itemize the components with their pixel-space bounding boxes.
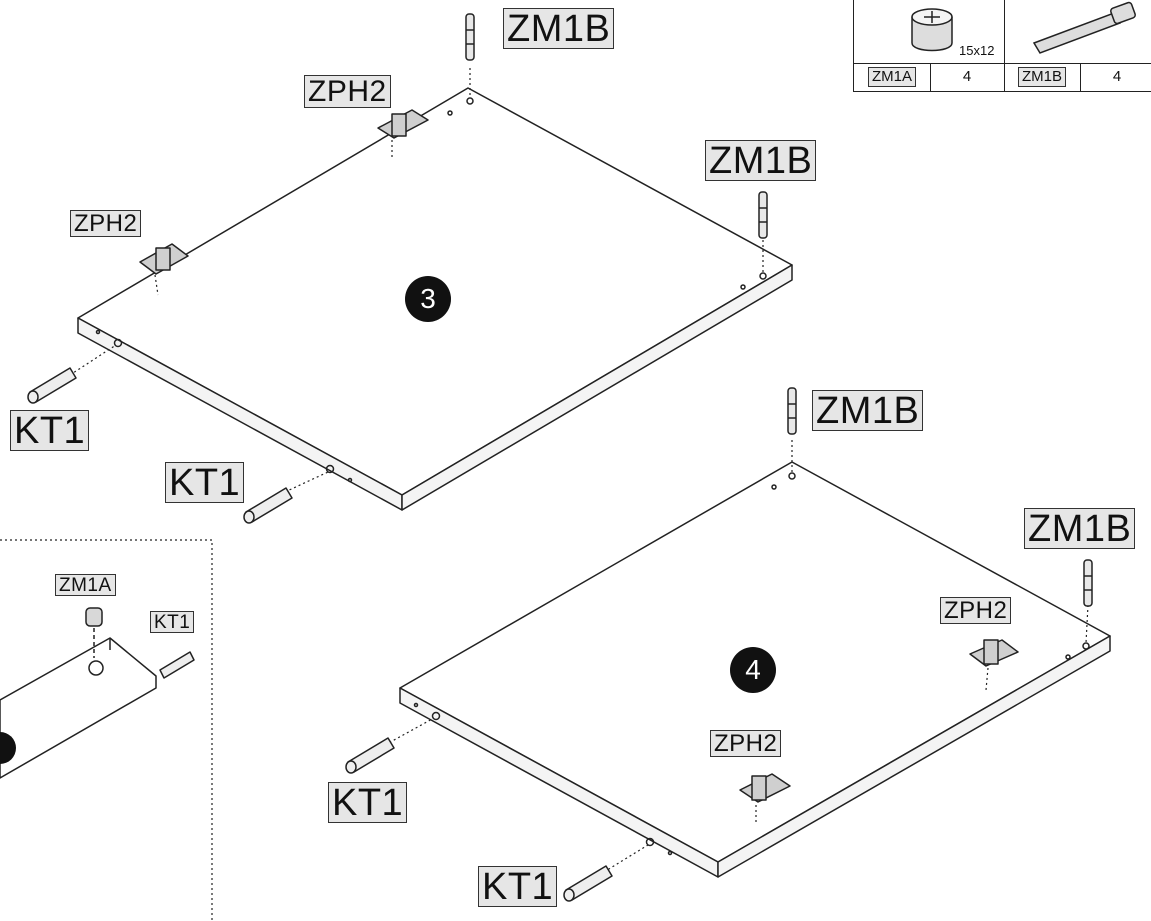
- bolt-zm1b: [787, 387, 797, 435]
- bolt-zm1b: [1083, 559, 1093, 607]
- label-kt1: KT1: [328, 782, 408, 823]
- label-zph2: ZPH2: [70, 210, 142, 237]
- step-number: 4: [745, 654, 761, 685]
- dowel-kt1: [243, 487, 293, 524]
- step-number: 3: [420, 283, 436, 314]
- parts-table: 15x12 ZM1A 4 ZM1B 4: [853, 0, 1151, 92]
- label-zm1a: ZM1A: [55, 574, 116, 596]
- hinge-plate-zph2: [969, 639, 1019, 667]
- label-zph2: ZPH2: [304, 75, 391, 108]
- step-badge-4: 4: [730, 647, 776, 693]
- hinge-plate-zph2: [377, 109, 429, 139]
- bolt-zm1b: [465, 13, 475, 61]
- step-badge-3: 3: [405, 276, 451, 322]
- label-kt1: KT1: [478, 866, 558, 907]
- bolt-zm1b: [758, 191, 768, 239]
- inset-detail: [0, 539, 213, 921]
- cam-lock-icon: [911, 8, 953, 52]
- dowel-kt1: [27, 367, 77, 404]
- label-zm1b: ZM1B: [812, 390, 924, 431]
- parts-images-row: 15x12: [854, 0, 1151, 64]
- label-kt1: KT1: [165, 462, 245, 503]
- hinge-plate-zph2: [139, 243, 189, 275]
- part-code-zm1a: ZM1A: [867, 67, 916, 87]
- part-code-zm1b: ZM1B: [1017, 67, 1066, 87]
- label-zph2: ZPH2: [710, 730, 782, 757]
- dowel-kt1: [563, 865, 613, 902]
- label-kt1: KT1: [10, 410, 90, 451]
- label-zm1b: ZM1B: [1024, 508, 1136, 549]
- part-qty: 4: [1112, 68, 1122, 85]
- part-qty: 4: [962, 68, 972, 85]
- hinge-plate-zph2: [739, 773, 791, 803]
- label-zm1b: ZM1B: [503, 8, 615, 49]
- label-zph2: ZPH2: [940, 597, 1012, 624]
- cam-size-label: 15x12: [959, 43, 995, 58]
- dowel-kt1: [345, 737, 395, 774]
- bolt-icon: [1032, 1, 1136, 54]
- label-zm1b: ZM1B: [705, 140, 817, 181]
- label-kt1: KT1: [150, 611, 195, 633]
